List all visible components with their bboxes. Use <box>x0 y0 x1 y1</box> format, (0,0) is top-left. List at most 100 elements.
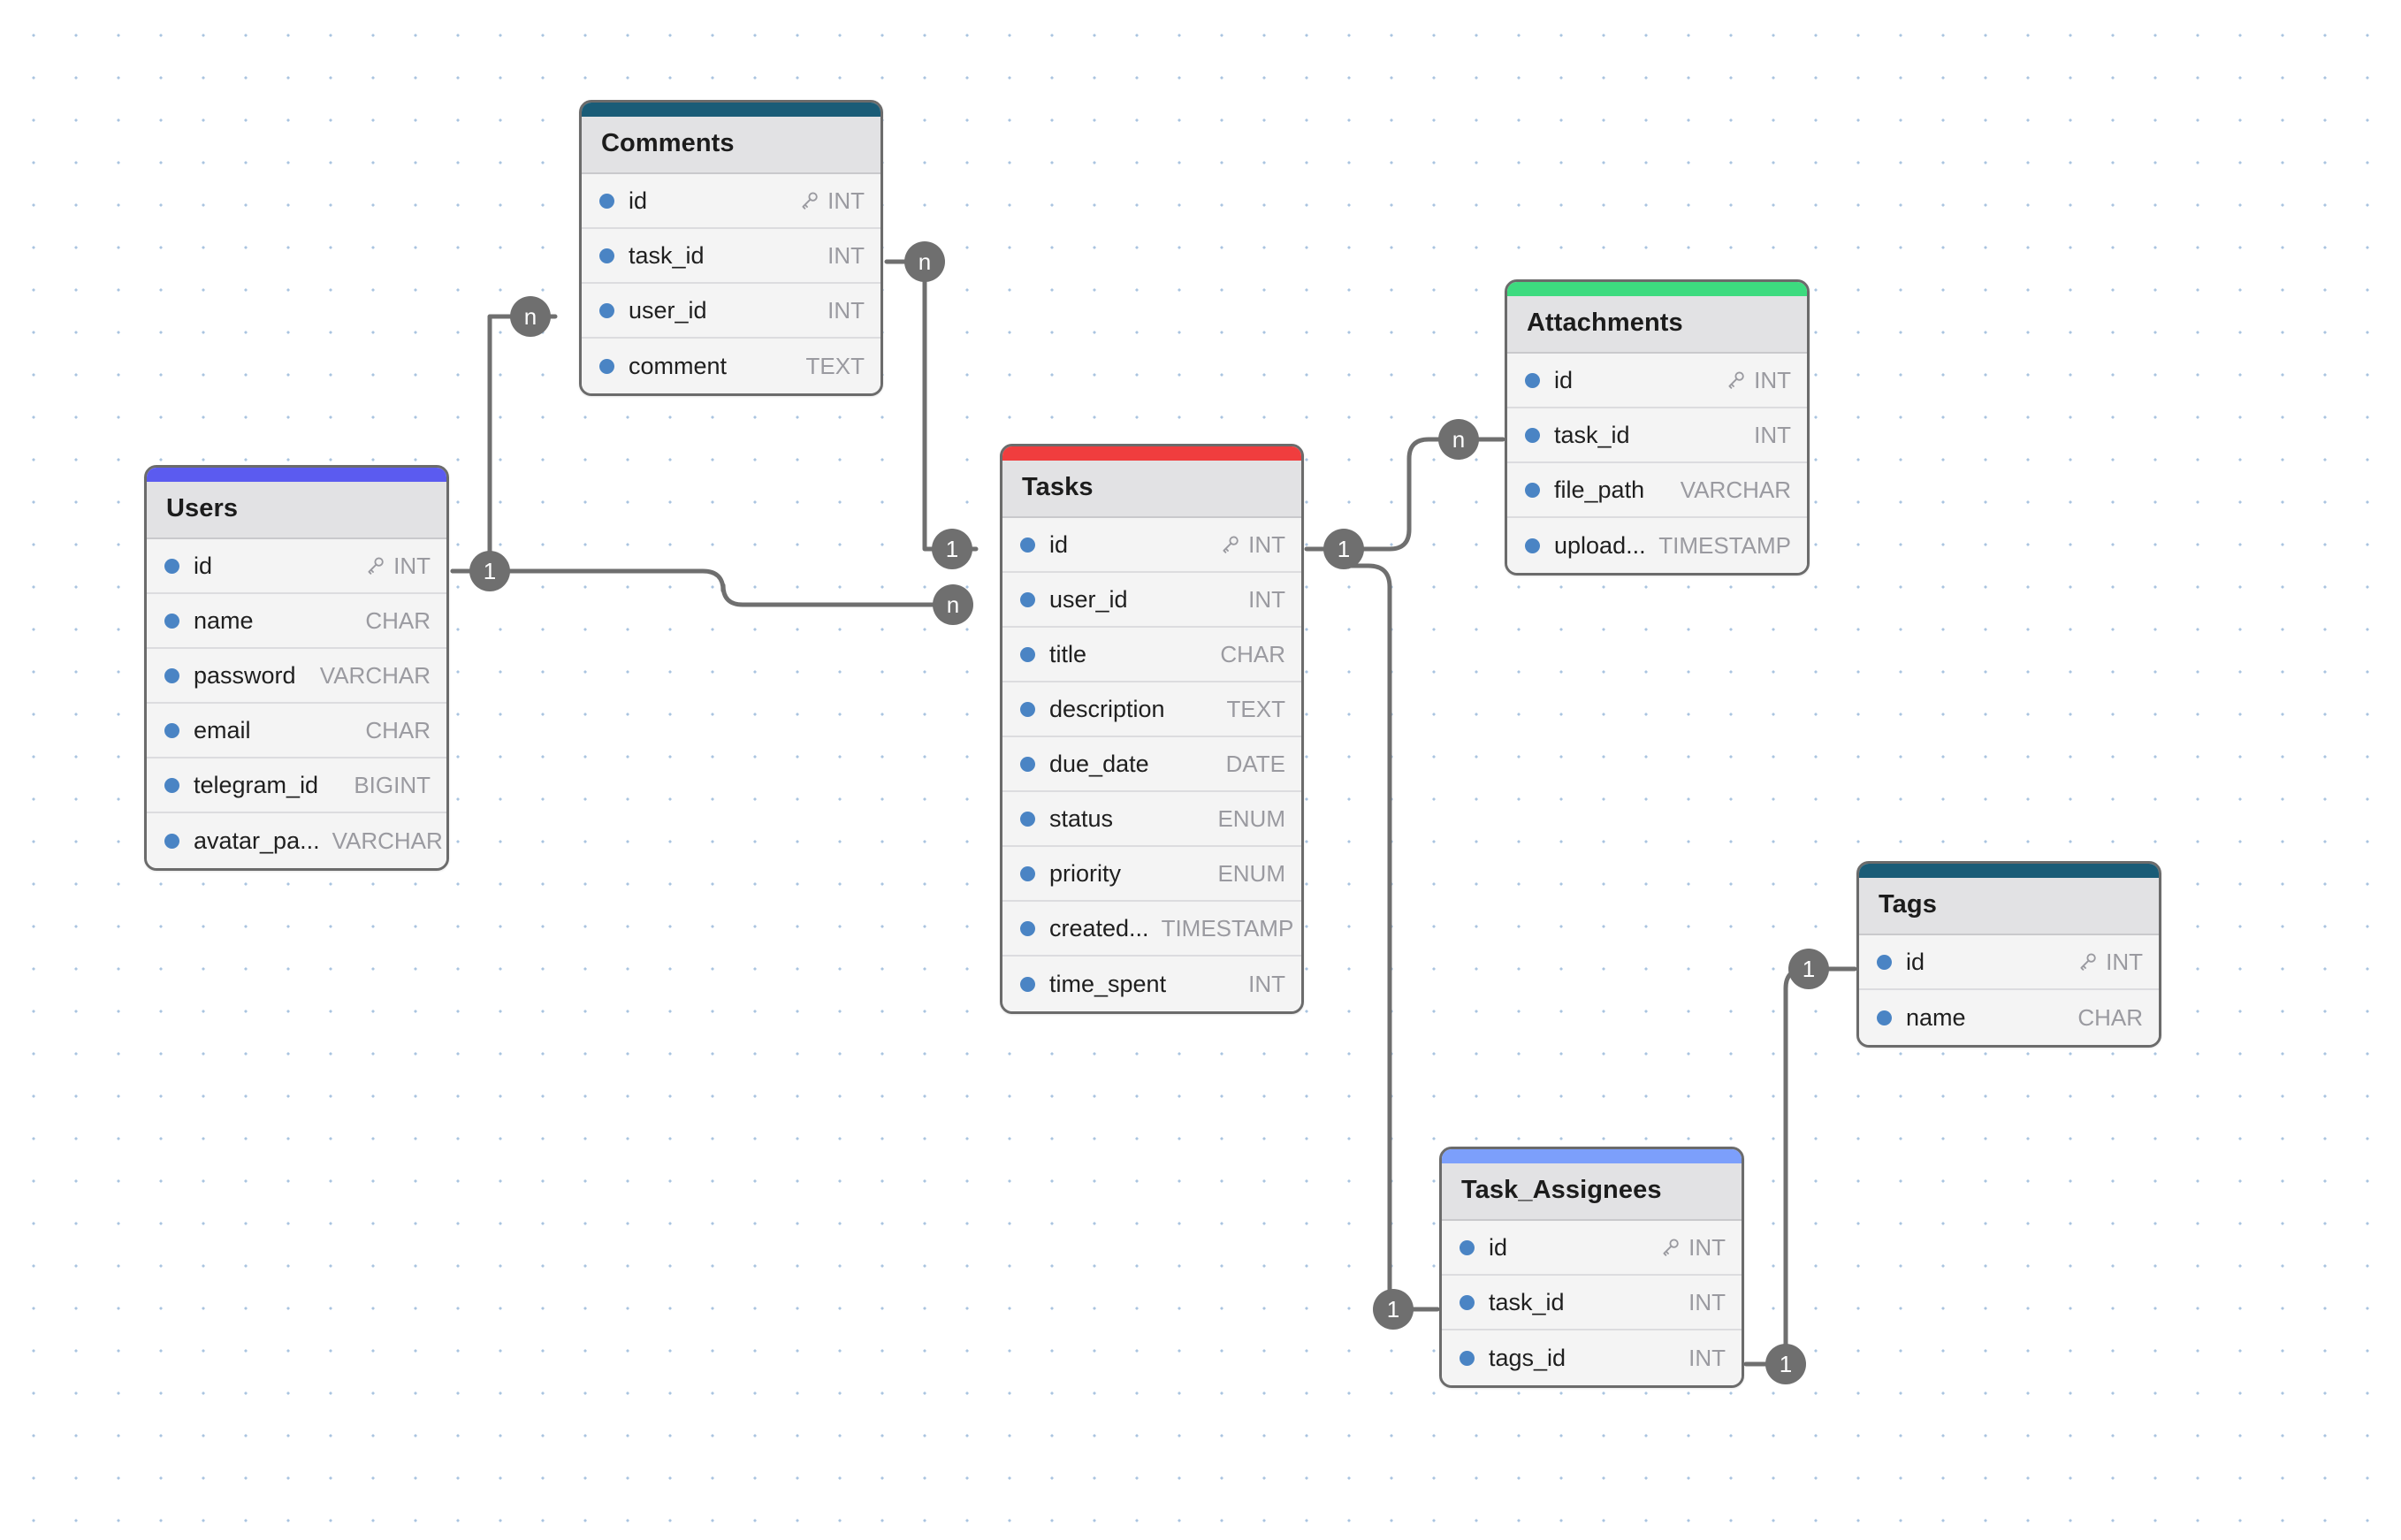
cardinality-badge-1[interactable]: 1 <box>1788 949 1829 989</box>
cardinality-badge-1[interactable]: 1 <box>1373 1289 1414 1330</box>
field-bullet-icon <box>599 358 614 374</box>
field-meta: VARCHAR <box>320 662 431 690</box>
field-meta: ENUM <box>1217 860 1285 888</box>
field-row[interactable]: telegram_id BIGINT <box>147 759 446 813</box>
field-type: INT <box>393 552 431 579</box>
field-meta: INT <box>1688 1289 1726 1316</box>
field-meta: INT <box>2077 949 2143 976</box>
field-type: INT <box>1248 530 1285 558</box>
field-row[interactable]: created...TIMESTAMP <box>1002 902 1301 957</box>
field-bullet-icon <box>1020 701 1035 717</box>
field-bullet-icon <box>1525 372 1540 388</box>
cardinality-badge-n[interactable]: n <box>904 241 945 282</box>
cardinality-badge-1[interactable]: 1 <box>1323 529 1364 569</box>
table-accent-bar <box>582 103 880 117</box>
field-row[interactable]: id INT <box>147 539 446 594</box>
field-type: INT <box>1688 1344 1726 1371</box>
field-type: INT <box>827 241 865 269</box>
field-name: name <box>1906 1003 1966 1031</box>
field-type: VARCHAR <box>332 827 443 854</box>
field-bullet-icon <box>599 302 614 318</box>
field-bullet-icon <box>1460 1294 1475 1310</box>
field-meta: CHAR <box>365 607 431 635</box>
field-type: BIGINT <box>354 771 431 798</box>
field-row[interactable]: id INT <box>1002 518 1301 573</box>
field-name: user_id <box>629 296 707 324</box>
table-title: Tags <box>1859 878 2159 935</box>
relationship-edge-tasks-comments[interactable] <box>884 259 979 552</box>
field-bullet-icon <box>1020 646 1035 662</box>
field-bullet-icon <box>1020 976 1035 992</box>
field-name: user_id <box>1049 585 1128 613</box>
table-title: Users <box>147 482 446 539</box>
cardinality-badge-1[interactable]: 1 <box>469 551 510 591</box>
field-bullet-icon <box>164 777 179 793</box>
key-icon <box>1223 536 1239 553</box>
field-type: CHAR <box>1220 640 1285 667</box>
relationship-edge-tags-task-assignees[interactable] <box>1743 966 1857 1367</box>
cardinality-badge-n[interactable]: n <box>510 296 551 337</box>
field-row[interactable]: title CHAR <box>1002 628 1301 682</box>
field-name: id <box>1049 530 1069 558</box>
field-name: telegram_id <box>194 771 319 798</box>
field-type: TIMESTAMP <box>1658 531 1791 559</box>
field-row[interactable]: tags_id INT <box>1442 1330 1742 1385</box>
cardinality-badge-1[interactable]: 1 <box>932 529 972 569</box>
field-bullet-icon <box>164 558 179 574</box>
field-bullet-icon <box>164 833 179 849</box>
cardinality-badge-n[interactable]: n <box>1438 419 1479 460</box>
field-name: id <box>194 552 213 579</box>
field-meta: INT <box>1688 1345 1726 1372</box>
field-meta: INT <box>365 553 431 580</box>
field-type: TEXT <box>1226 695 1285 722</box>
field-type: CHAR <box>365 606 431 634</box>
field-name: description <box>1049 695 1165 722</box>
field-row[interactable]: status ENUM <box>1002 792 1301 847</box>
field-bullet-icon <box>164 667 179 683</box>
field-name: avatar_pa... <box>194 827 320 854</box>
field-row[interactable]: avatar_pa... VARCHAR <box>147 813 446 868</box>
relationship-edge-users-comments[interactable] <box>450 314 558 574</box>
field-row[interactable]: description TEXT <box>1002 682 1301 737</box>
relationship-edge-users-tasks[interactable] <box>450 568 956 607</box>
field-meta: ENUM <box>1217 805 1285 833</box>
cardinality-badge-n[interactable]: n <box>933 584 973 625</box>
cardinality-badge-1[interactable]: 1 <box>1765 1344 1806 1384</box>
field-type: INT <box>1688 1288 1726 1315</box>
field-bullet-icon <box>599 248 614 263</box>
field-name: status <box>1049 804 1114 832</box>
field-name: tags_id <box>1489 1344 1566 1371</box>
table-title: Tasks <box>1002 461 1301 518</box>
field-type: ENUM <box>1217 804 1285 832</box>
field-name: title <box>1049 640 1087 667</box>
field-type: INT <box>1754 421 1791 448</box>
field-type: DATE <box>1225 750 1285 777</box>
relationship-edge-tasks-task-assignees[interactable] <box>1341 563 1440 1312</box>
field-row[interactable]: upload...TIMESTAMP <box>1507 518 1807 573</box>
